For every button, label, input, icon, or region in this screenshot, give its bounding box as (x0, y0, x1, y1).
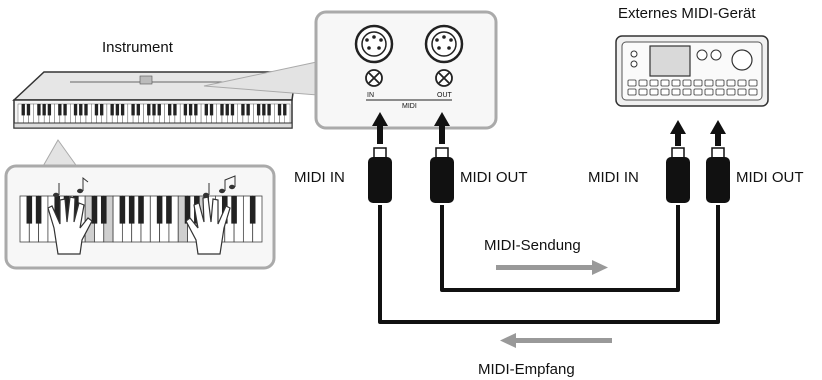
music-notes-left-icon (53, 176, 89, 198)
jack-out-label: OUT (437, 92, 453, 99)
receiving-direction-arrow-icon (500, 333, 612, 348)
midi-out-jack-icon (424, 24, 464, 87)
plug-instrument-midi-in-icon (368, 147, 392, 203)
instrument-illustration (12, 71, 297, 129)
left-hand-icon (47, 196, 93, 255)
jack-in-label: IN (367, 92, 374, 99)
instrument-midi-in-label: MIDI IN (294, 169, 345, 186)
sending-direction-arrow-icon (496, 260, 608, 275)
right-hand-icon (185, 196, 231, 255)
device-midi-in-label: MIDI IN (588, 169, 639, 186)
instrument-label: Instrument (102, 39, 174, 56)
cable-device-out-to-midi-in (378, 205, 720, 324)
arrow-into-device-midi-out-icon (710, 120, 726, 146)
plug-device-midi-in-icon (666, 147, 690, 203)
midi-in-jack-icon (354, 24, 394, 87)
receiving-label: MIDI-Empfang (478, 361, 575, 378)
sending-label: MIDI-Sendung (484, 237, 581, 254)
jack-callout-panel (314, 10, 498, 130)
jack-midi-label: MIDI (402, 103, 417, 110)
arrow-into-instrument-midi-out-icon (434, 112, 450, 144)
external-device-label: Externes MIDI-Gerät (618, 5, 756, 22)
keyboard-callout-wedge (41, 139, 79, 169)
arrow-into-instrument-midi-in-icon (372, 112, 388, 144)
plug-instrument-midi-out-icon (430, 147, 454, 203)
device-midi-out-label: MIDI OUT (736, 169, 804, 186)
cable-midi-out-to-device-in (440, 205, 680, 292)
plug-device-midi-out-icon (706, 147, 730, 203)
external-midi-device-illustration (615, 35, 769, 107)
music-notes-right-icon (203, 175, 236, 198)
instrument-midi-out-label: MIDI OUT (460, 169, 528, 186)
arrow-into-device-midi-in-icon (670, 120, 686, 146)
